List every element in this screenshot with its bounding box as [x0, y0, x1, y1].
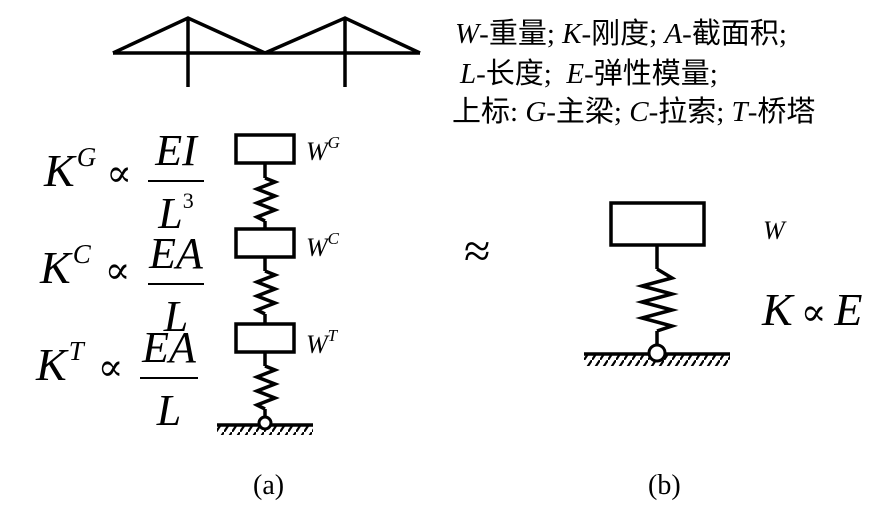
denominator-base: L: [158, 189, 183, 238]
legend-desc: -桥塔: [747, 96, 816, 128]
spring-tower: [252, 364, 280, 411]
stiffness-superscript: C: [72, 239, 91, 269]
mass-box-b: [609, 201, 706, 247]
legend-desc: -拉索;: [648, 96, 732, 128]
legend-sym: L: [460, 58, 477, 90]
numerator: EI: [155, 126, 197, 175]
legend-sym: A: [664, 18, 683, 50]
mass-symbol: W: [306, 137, 328, 166]
mass-superscript: G: [327, 133, 340, 152]
stiffness-symbol: K: [36, 339, 67, 390]
stiffness-symbol: K: [40, 242, 71, 293]
mass-label-cable: WC: [306, 230, 339, 262]
fraction-bar: [140, 377, 198, 379]
spring-b: [635, 267, 679, 333]
equation-cable-fraction: EA L: [148, 228, 204, 342]
legend-line-3: 上标: G-主梁; C-拉索; T-桥塔: [452, 98, 815, 127]
mass-label-girder: WG: [306, 134, 340, 166]
legend-line-1: W-重量; K-刚度; A-截面积;: [455, 20, 787, 49]
mass-box-tower: [234, 322, 296, 354]
legend-sym: K: [562, 18, 582, 50]
legend-desc: -重量;: [479, 18, 563, 50]
legend-sym: G: [525, 96, 547, 128]
proportional-symbol: ∝: [97, 347, 124, 389]
modulus-symbol: E: [834, 284, 863, 335]
equation-tower-lhs: KT ∝: [36, 338, 124, 390]
legend-desc: -弹性模量;: [584, 58, 718, 90]
legend-sym: E: [566, 58, 585, 90]
pin-support-a: [257, 415, 273, 431]
mass-label-tower: WT: [306, 327, 337, 359]
bridge-cables-right: [264, 16, 421, 55]
denominator-exponent: 3: [182, 188, 194, 213]
mass-box-girder: [234, 133, 296, 165]
spring-cable: [252, 269, 280, 316]
cable-stayed-bridge-icon: [112, 16, 421, 87]
stiffness-relation-b: K ∝ E: [762, 287, 863, 333]
fraction-bar: [148, 283, 204, 285]
legend-sym: C: [629, 96, 649, 128]
legend-line-2: L-长度; E-弹性模量;: [460, 60, 718, 89]
stiffness-symbol: K: [762, 284, 793, 335]
denominator: L3: [148, 188, 204, 239]
legend-desc: -主梁;: [546, 96, 630, 128]
pin-support-b: [647, 343, 667, 363]
denominator: L: [163, 292, 189, 341]
equation-girder-lhs: KG ∝: [44, 144, 132, 196]
mass-symbol: W: [306, 330, 328, 359]
legend-sym: W: [455, 18, 480, 50]
denominator: L: [156, 386, 182, 435]
mass-label-b: W: [763, 216, 785, 245]
equation-cable-lhs: KC ∝: [40, 241, 131, 293]
mass-superscript: C: [327, 229, 340, 248]
fraction-bar: [148, 180, 204, 182]
legend-desc: -截面积;: [682, 18, 787, 50]
proportional-symbol: ∝: [800, 292, 827, 334]
numerator: EA: [149, 229, 203, 278]
legend-desc: -刚度;: [581, 18, 665, 50]
proportional-symbol: ∝: [104, 250, 131, 292]
caption-b: (b): [648, 470, 681, 501]
proportional-symbol: ∝: [106, 153, 132, 195]
mdof-model-a: [217, 133, 313, 435]
legend-sym: T: [731, 96, 748, 128]
spring-girder: [252, 176, 280, 223]
sdof-model-b: [584, 201, 730, 366]
caption-a: (a): [253, 470, 285, 501]
approximately-equal-symbol: ≈: [464, 225, 491, 278]
mass-symbol: W: [306, 233, 328, 262]
mass-superscript: T: [327, 326, 338, 345]
mass-box-cable: [234, 227, 296, 259]
equation-tower-fraction: EA L: [140, 322, 198, 436]
stiffness-symbol: K: [44, 145, 75, 196]
stiffness-superscript: G: [76, 142, 97, 172]
stiffness-superscript: T: [68, 336, 84, 366]
legend-superscript-prefix: 上标:: [452, 96, 526, 128]
equation-girder-fraction: EI L3: [148, 125, 204, 239]
legend-desc: -长度;: [476, 58, 567, 90]
numerator: EA: [142, 323, 196, 372]
